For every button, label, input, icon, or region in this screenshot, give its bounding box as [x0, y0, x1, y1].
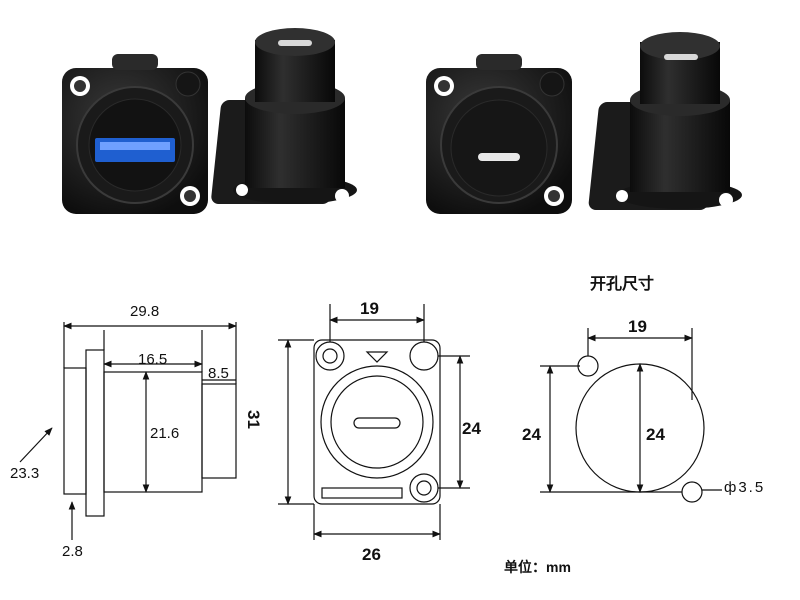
unit-label: 单位：mm — [504, 559, 571, 575]
front-vertical-spacing-label: 24 — [462, 419, 481, 438]
flange-height-label: 23.3 — [10, 465, 40, 482]
usb-c-side-photo — [588, 32, 742, 210]
usb-c-port — [478, 153, 520, 161]
cutout-vertical-spacing-label: 24 — [522, 425, 541, 444]
tail-length-label: 8.5 — [208, 365, 229, 382]
usb-a-front-photo — [62, 54, 208, 214]
cutout-diameter-label: 24 — [646, 425, 665, 444]
usb-c-front-photo — [426, 54, 572, 214]
usb-a-side-photo — [211, 28, 357, 204]
front-hole-spacing-label: 19 — [360, 299, 379, 318]
cutout-mount-hole-label: ф3.5 — [724, 479, 766, 496]
cutout-title: 开孔尺寸 — [590, 276, 655, 293]
front-height-label: 31 — [244, 410, 263, 429]
overall-length-label: 29.8 — [130, 303, 160, 320]
side-view-drawing — [19, 322, 237, 540]
front-width-label: 26 — [362, 545, 381, 564]
flange-thickness-label: 2.8 — [62, 543, 83, 560]
body-diameter-label: 21.6 — [150, 425, 180, 442]
cutout-hole-spacing-label: 19 — [628, 317, 647, 336]
front-view-drawing — [278, 304, 470, 540]
panel-cutout-drawing — [540, 328, 722, 503]
product-photos — [62, 28, 742, 214]
body-length-label: 16.5 — [138, 351, 168, 368]
